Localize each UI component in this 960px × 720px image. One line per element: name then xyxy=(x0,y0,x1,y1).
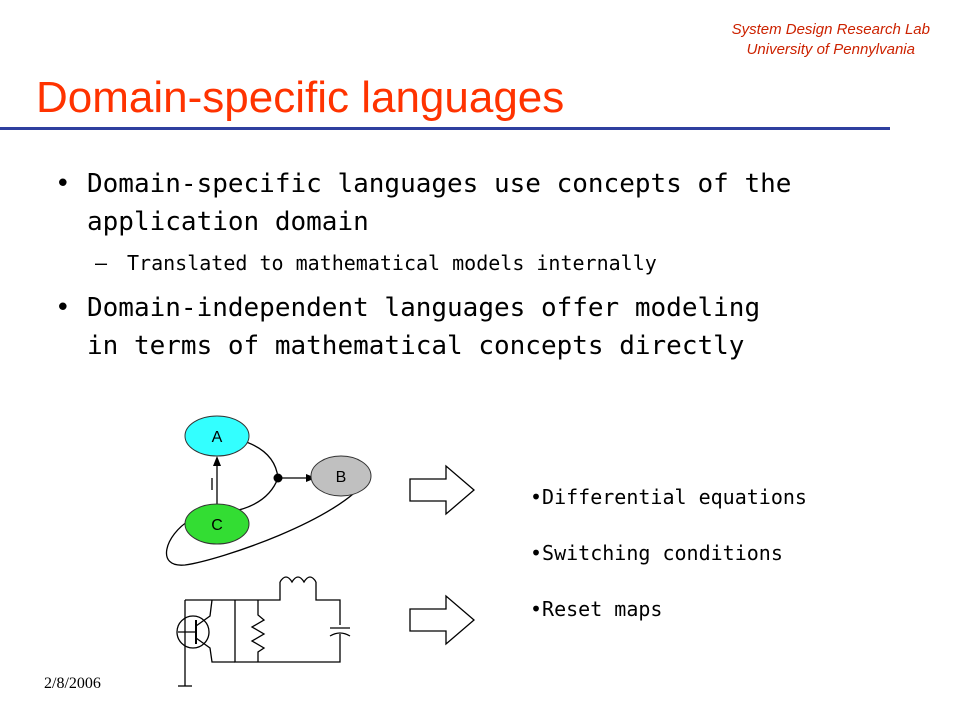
list-item: •Reset maps xyxy=(530,597,663,621)
wire-top-left xyxy=(185,582,281,601)
wire-top-right xyxy=(315,582,341,625)
lab-name: System Design Research Lab xyxy=(731,21,930,38)
node-b-label: B xyxy=(336,469,347,486)
inductor-coil xyxy=(279,576,317,584)
bullet-2-line-2: in terms of mathematical concepts direct… xyxy=(87,331,745,361)
bullet-dot: • xyxy=(55,169,71,199)
bullet-item-2: • Domain-independent languages offer mod… xyxy=(55,289,915,365)
transistor-body xyxy=(176,615,210,649)
bullet-list: • Domain-specific languages use concepts… xyxy=(55,165,915,365)
transistor-collector xyxy=(195,599,213,627)
node-a-label: A xyxy=(212,429,223,446)
node-c-label: C xyxy=(211,517,223,534)
list-item: •Differential equations xyxy=(530,485,807,509)
sub-bullet-dash: – xyxy=(95,251,108,275)
state-graph: A B C xyxy=(165,415,372,566)
node-a xyxy=(184,415,250,457)
right-arrow-bottom xyxy=(409,594,475,646)
slide-date: 2/8/2006 xyxy=(44,675,101,692)
node-c xyxy=(184,503,250,545)
edge-b-c-loop xyxy=(165,477,369,566)
wire-bottom xyxy=(234,600,341,663)
sub-bullet-item: – Translated to mathematical models inte… xyxy=(55,249,915,277)
capacitor-plate-bottom xyxy=(329,632,351,637)
circuit-schematic xyxy=(176,576,351,687)
edge-c-junction xyxy=(229,477,279,513)
list-item: •Switching conditions xyxy=(530,541,783,565)
bullet-1-line-1: Domain-specific languages use concepts o… xyxy=(87,169,792,199)
university-name: University of Pennylvania xyxy=(746,41,915,58)
sub-bullet-text: Translated to mathematical models intern… xyxy=(127,251,657,275)
math-concept-list: •Differential equations •Switching condi… xyxy=(530,482,807,650)
bullet-1-line-2: application domain xyxy=(87,207,369,237)
bullet-2-line-1: Domain-independent languages offer model… xyxy=(87,293,761,323)
bullet-item-1: • Domain-specific languages use concepts… xyxy=(55,165,915,241)
junction-dot xyxy=(273,473,283,483)
arrowhead-a xyxy=(213,456,221,466)
right-arrow-top xyxy=(409,464,475,516)
lab-affiliation: System Design Research Lab University of… xyxy=(732,20,930,60)
node-b xyxy=(310,455,372,497)
slide-title: Domain-specific languages xyxy=(36,73,565,122)
title-underline xyxy=(0,127,890,130)
transistor-emitter xyxy=(195,637,235,663)
bullet-dot: • xyxy=(55,293,71,323)
resistor xyxy=(250,600,266,662)
